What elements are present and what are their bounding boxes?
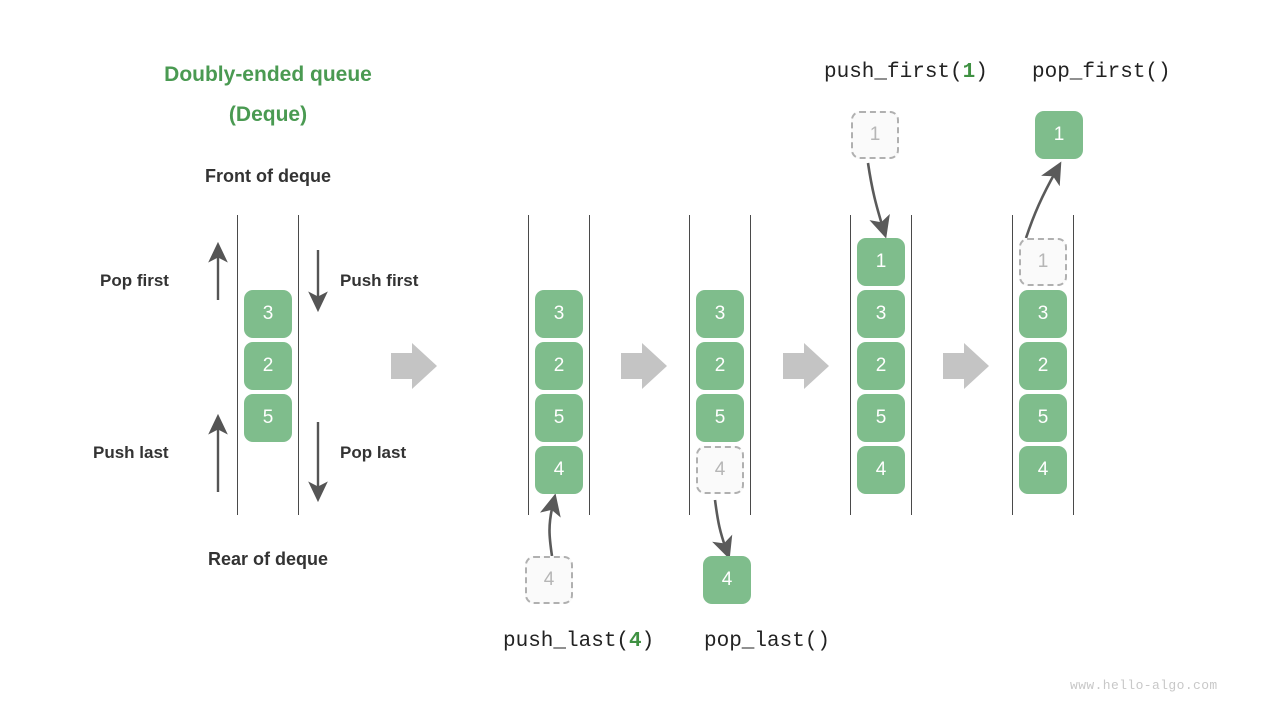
detached-cell: 1 bbox=[1035, 111, 1083, 159]
deque-rail-right bbox=[1073, 215, 1074, 515]
deque-cell: 4 bbox=[857, 446, 905, 494]
deque-rail-right bbox=[298, 215, 299, 515]
flow-arrow-3 bbox=[783, 343, 829, 389]
op-pop-first-caption: pop_first() bbox=[1032, 60, 1171, 86]
push-first-motion-arrow bbox=[866, 162, 890, 239]
deque-rail-left bbox=[237, 215, 238, 515]
deque-cell-ghost: 4 bbox=[696, 446, 744, 494]
op-push-first-caption: push_first(1) bbox=[824, 60, 988, 86]
pop-first-label: Pop first bbox=[100, 271, 169, 290]
detached-cell-ghost: 4 bbox=[525, 556, 573, 604]
push-first-label: Push first bbox=[340, 271, 419, 290]
deque-cell: 4 bbox=[535, 446, 583, 494]
deque-cell: 5 bbox=[696, 394, 744, 442]
deque-cell: 1 bbox=[857, 238, 905, 286]
deque-cell: 3 bbox=[696, 290, 744, 338]
flow-arrow-1 bbox=[391, 343, 437, 389]
detached-cell: 4 bbox=[703, 556, 751, 604]
deque-cell: 3 bbox=[535, 290, 583, 338]
deque-rail-left bbox=[1012, 215, 1013, 515]
deque-cell: 5 bbox=[857, 394, 905, 442]
page-title-line2: (Deque) bbox=[228, 103, 308, 126]
page-title-line1: Doubly-ended queue bbox=[164, 63, 372, 86]
flow-arrow-4 bbox=[943, 343, 989, 389]
deque-cell: 3 bbox=[244, 290, 292, 338]
deque-cell: 2 bbox=[1019, 342, 1067, 390]
op-push-first-arg: 1 bbox=[962, 61, 976, 84]
deque-cell: 3 bbox=[1019, 290, 1067, 338]
op-push-first-suffix: ) bbox=[975, 61, 988, 84]
deque-cell: 2 bbox=[857, 342, 905, 390]
deque-rail-left bbox=[689, 215, 690, 515]
op-push-last-suffix: ) bbox=[641, 630, 655, 653]
op-pop-first-text: pop_first() bbox=[1032, 61, 1171, 84]
op-push-last-arg: 4 bbox=[629, 630, 642, 653]
op-push-last-prefix: push_last( bbox=[503, 630, 630, 653]
pop-first-motion-arrow bbox=[1024, 161, 1062, 239]
op-push-first-prefix: push_first( bbox=[824, 61, 963, 84]
push-last-label: Push last bbox=[93, 443, 169, 462]
deque-cell-ghost: 1 bbox=[1019, 238, 1067, 286]
deque-cell: 2 bbox=[696, 342, 744, 390]
deque-cell: 2 bbox=[244, 342, 292, 390]
pop-last-label: Pop last bbox=[340, 443, 407, 462]
rear-of-deque-label: Rear of deque bbox=[207, 549, 329, 569]
deque-rail-left bbox=[528, 215, 529, 515]
watermark: www.hello-algo.com bbox=[1070, 678, 1218, 693]
pop-last-motion-arrow bbox=[712, 499, 733, 560]
front-of-deque-label: Front of deque bbox=[205, 166, 331, 186]
op-pop-last-caption: pop_last() bbox=[704, 629, 830, 655]
deque-rail-right bbox=[911, 215, 912, 515]
detached-cell-ghost: 1 bbox=[851, 111, 899, 159]
deque-rail-right bbox=[750, 215, 751, 515]
deque-rail-left bbox=[850, 215, 851, 515]
op-pop-last-text: pop_last() bbox=[704, 630, 831, 653]
deque-rail-right bbox=[589, 215, 590, 515]
op-push-last-caption: push_last(4) bbox=[503, 629, 654, 655]
deque-cell: 3 bbox=[857, 290, 905, 338]
deque-cell: 2 bbox=[535, 342, 583, 390]
deque-cell: 5 bbox=[1019, 394, 1067, 442]
deque-cell: 5 bbox=[535, 394, 583, 442]
flow-arrow-2 bbox=[621, 343, 667, 389]
deque-cell: 4 bbox=[1019, 446, 1067, 494]
deque-cell: 5 bbox=[244, 394, 292, 442]
push-last-motion-arrow bbox=[539, 493, 561, 557]
